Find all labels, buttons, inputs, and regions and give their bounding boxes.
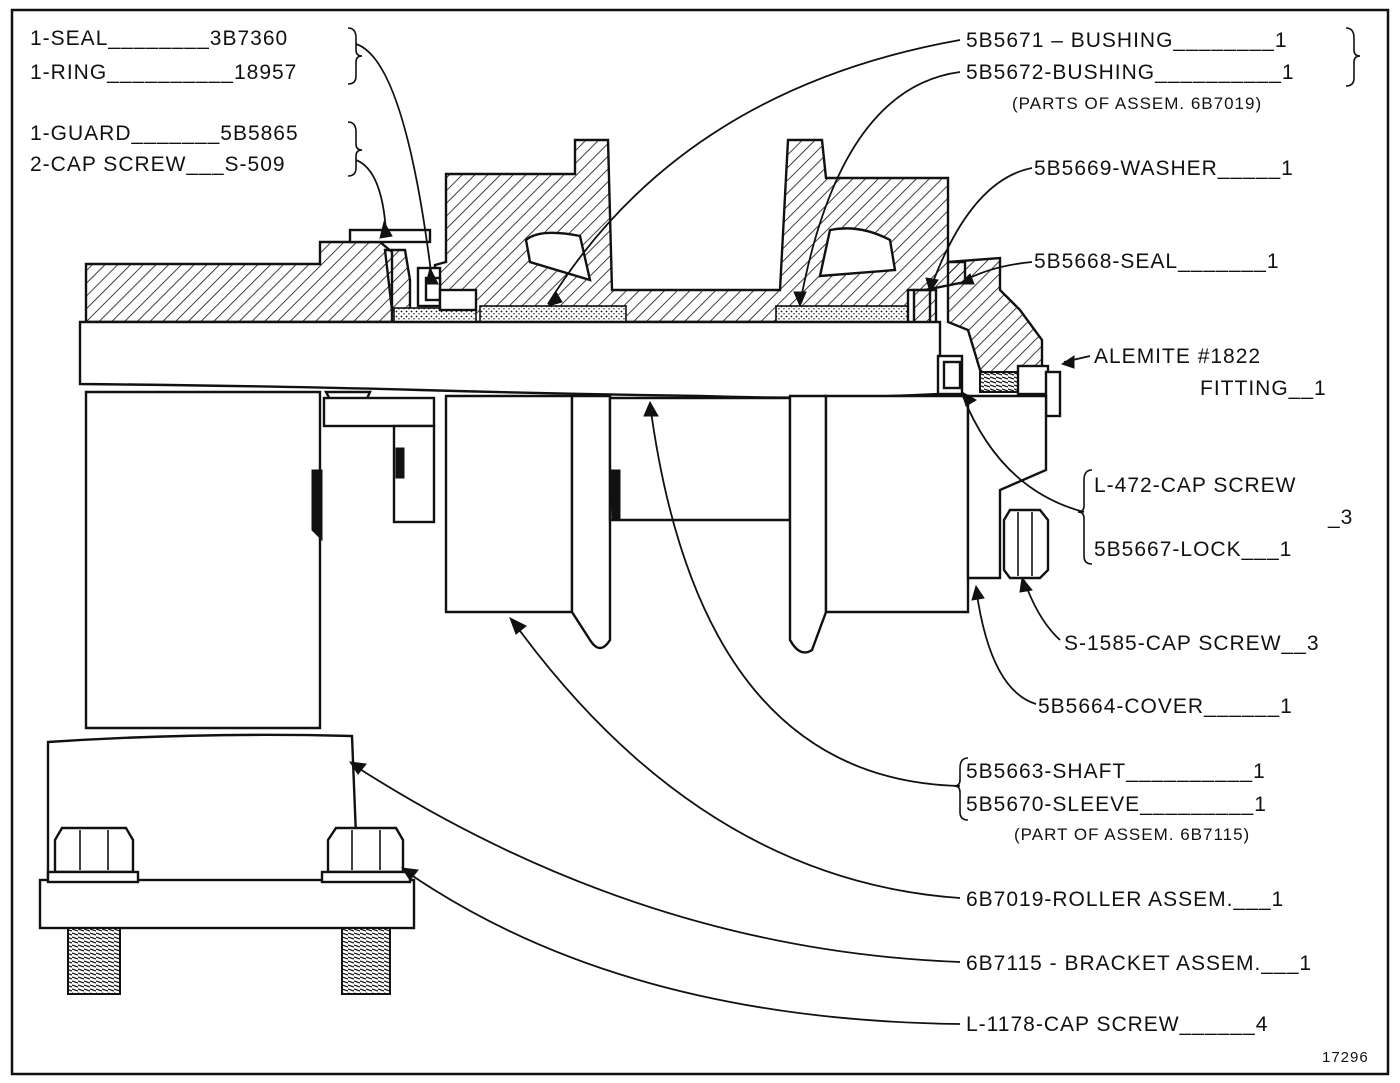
label-cap-screw-l472: L-472-CAP SCREW <box>1094 474 1297 497</box>
bushing-right <box>775 305 923 323</box>
label-cap-screw-l472-qty: _3 <box>1327 506 1353 529</box>
label-bushing-note: (PARTS OF ASSEM. 6B7019) <box>1012 94 1262 113</box>
label-seal-3b7360: 1-SEAL________3B7360 <box>30 27 288 50</box>
label-ring-18957: 1-RING__________18957 <box>30 61 297 84</box>
label-bushing-5b5671: 5B5671 – BUSHING________1 <box>966 29 1288 52</box>
bracket-cap-screw-right <box>320 826 412 995</box>
label-alemite-fitting-line2: FITTING__1 <box>1200 377 1327 400</box>
label-cap-screw-l1178: L-1178-CAP SCREW______4 <box>966 1013 1268 1036</box>
label-cap-screw-s1585: S-1585-CAP SCREW__3 <box>1064 632 1320 655</box>
label-cap-screw-s509: 2-CAP SCREW___S-509 <box>30 153 286 176</box>
label-seal-5b5668: 5B5668-SEAL_______1 <box>1034 250 1280 273</box>
label-cover-5b5664: 5B5664-COVER______1 <box>1038 695 1293 718</box>
bushing-left <box>479 305 627 323</box>
label-bushing-5b5672: 5B5672-BUSHING__________1 <box>966 61 1295 84</box>
leader-lines <box>351 39 1091 1025</box>
cover-cap-screw <box>1002 508 1050 580</box>
arrow-heads <box>348 220 1075 881</box>
label-lock-5b5667: 5B5667-LOCK___1 <box>1094 538 1292 561</box>
label-braces <box>347 27 1361 821</box>
roller-assembly-lower <box>322 394 1048 654</box>
roller-section <box>433 138 967 324</box>
label-guard-5b5865: 1-GUARD_______5B5865 <box>30 122 299 145</box>
figure-number: 17296 <box>1322 1049 1369 1066</box>
bracket-cap-screw-left <box>46 826 140 995</box>
alemite-fitting <box>1016 364 1062 418</box>
label-bracket-6b7115: 6B7115 - BRACKET ASSEM.___1 <box>966 952 1312 975</box>
figure-border <box>10 8 1390 1076</box>
label-sleeve-note: (PART OF ASSEM. 6B7115) <box>1014 825 1250 844</box>
label-washer-5b5669: 5B5669-WASHER_____1 <box>1034 157 1294 180</box>
label-sleeve-5b5670: 5B5670-SLEEVE_________1 <box>966 793 1267 816</box>
label-shaft-5b5663: 5B5663-SHAFT__________1 <box>966 760 1266 783</box>
lock-and-cap-screw <box>936 354 1019 396</box>
label-roller-6b7019: 6B7019-ROLLER ASSEM.___1 <box>966 888 1284 911</box>
bracket-housing-section <box>84 228 432 324</box>
label-alemite-fitting-line1: ALEMITE #1822 <box>1094 345 1261 368</box>
